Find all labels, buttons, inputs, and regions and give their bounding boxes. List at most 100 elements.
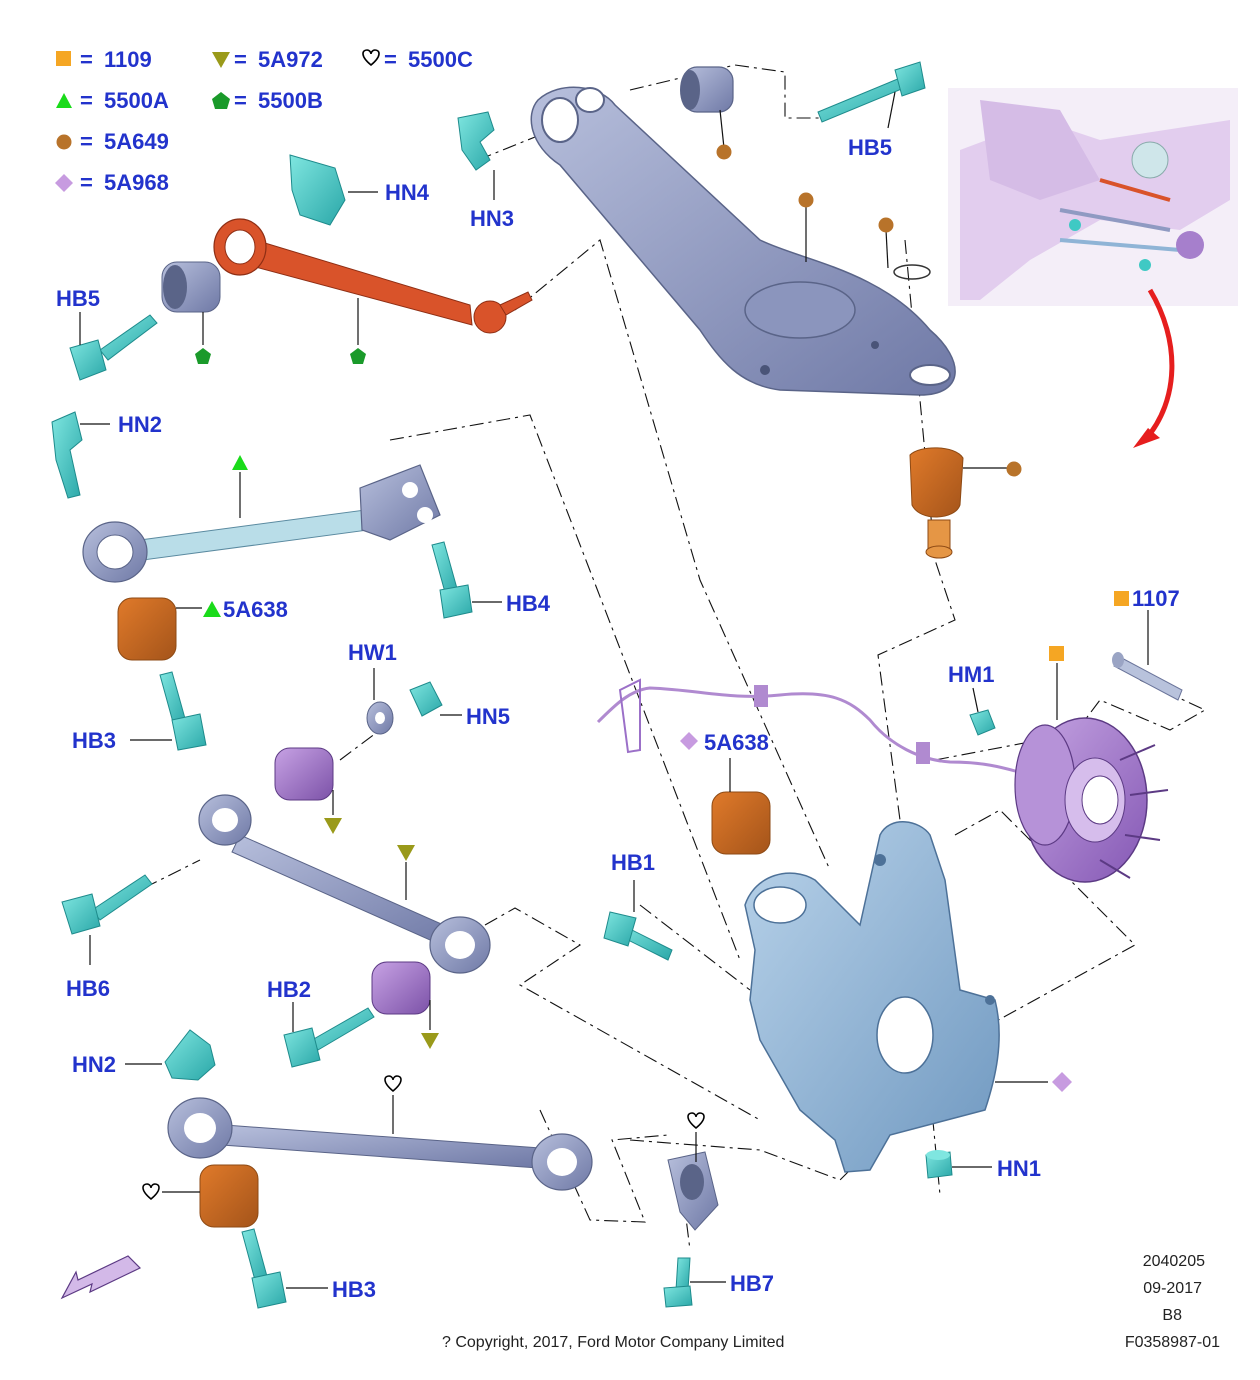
nut-hn3 <box>457 111 495 171</box>
circle-icon <box>878 217 894 233</box>
label-hb5-left: HB5 <box>56 286 100 311</box>
legend-item-1109: = 1109 <box>56 47 152 72</box>
bolt-hb3-bottom <box>241 1228 287 1309</box>
bushing-toe <box>161 261 221 313</box>
snap-ring <box>893 264 931 280</box>
diamond-icon <box>55 174 73 192</box>
legend-item-5a972: = 5A972 <box>212 47 323 72</box>
label-hn2-bottom: HN2 <box>72 1052 116 1077</box>
ball-joint <box>909 447 964 559</box>
label-5a638-green: 5A638 <box>223 597 288 622</box>
bottom-link <box>167 1097 593 1191</box>
legend: = 1109 = 5A972 = 5500C = 5500A = 5500B =… <box>55 47 473 195</box>
abs-sensor-wire <box>596 678 1031 777</box>
washer-hw1 <box>366 701 394 735</box>
legend-item-5a649: = 5A649 <box>56 129 169 154</box>
label-hn2-top: HN2 <box>118 412 162 437</box>
label-hb2: HB2 <box>267 977 311 1002</box>
label-5a638-purple: 5A638 <box>704 730 769 755</box>
bolt-hb3-top <box>159 671 207 751</box>
label-hn1: HN1 <box>997 1156 1041 1181</box>
label-hn4: HN4 <box>385 180 430 205</box>
vehicle-inset <box>948 88 1238 306</box>
bolt-hb6 <box>61 874 153 935</box>
label-hb1: HB1 <box>611 850 655 875</box>
diamond-icon <box>680 732 698 750</box>
legend-code: 1109 <box>104 47 152 72</box>
bracket-hn4 <box>289 154 346 226</box>
label-hb3-top: HB3 <box>72 728 116 753</box>
nut-hn1 <box>925 1150 953 1179</box>
legend-code: 5500A <box>104 88 169 113</box>
purple-bushing-lower <box>371 961 431 1015</box>
triangle-down-icon <box>397 845 415 861</box>
label-hb7: HB7 <box>730 1271 774 1296</box>
label-hm1: HM1 <box>948 662 994 687</box>
square-icon <box>1049 646 1064 661</box>
bushing-5a638-purple <box>711 791 771 855</box>
nut-hn5 <box>409 681 443 717</box>
lateral-link-upper <box>82 464 441 583</box>
heart-icon <box>384 1075 402 1092</box>
triangle-down-icon <box>421 1033 439 1049</box>
lower-lateral-link <box>198 794 491 974</box>
triangle-up-icon <box>56 93 72 108</box>
svg-text:=: = <box>234 47 247 72</box>
legend-code: 5A649 <box>104 129 169 154</box>
label-hb4: HB4 <box>506 591 551 616</box>
footer: 2040205 09-2017 B8 F0358987-01 ? Copyrig… <box>442 1253 1220 1351</box>
legend-item-5a968: = 5A968 <box>55 170 169 195</box>
bushing-bottom-orange <box>199 1164 259 1228</box>
label-1107: 1107 <box>1132 586 1180 611</box>
svg-text:=: = <box>384 47 397 72</box>
triangle-down-icon <box>212 52 230 68</box>
label-hw1: HW1 <box>348 640 397 665</box>
legend-code: 5A968 <box>104 170 169 195</box>
pentagon-icon <box>195 348 211 364</box>
diamond-icon <box>1052 1072 1072 1092</box>
label-hb5-top: HB5 <box>848 135 892 160</box>
footer-line1: 2040205 <box>1143 1253 1205 1270</box>
legend-code: 5500C <box>408 47 473 72</box>
circle-icon <box>716 144 732 160</box>
square-icon <box>56 51 71 66</box>
svg-text:=: = <box>80 170 93 195</box>
footer-line2: 09-2017 <box>1143 1280 1202 1297</box>
label-hb6: HB6 <box>66 976 110 1001</box>
nut-hm1 <box>969 709 996 736</box>
svg-text:=: = <box>80 88 93 113</box>
bolt-hb7 <box>663 1257 693 1308</box>
bolt-hb5-top <box>817 61 926 123</box>
footer-line3: B8 <box>1162 1307 1182 1324</box>
svg-text:=: = <box>80 47 93 72</box>
purple-bushing-upper <box>274 747 334 801</box>
bolt-hb4 <box>431 541 473 619</box>
knuckle <box>744 821 1000 1173</box>
footer-line4: F0358987-01 <box>1125 1334 1220 1351</box>
bolt-hb1 <box>603 911 673 961</box>
legend-code: 5A972 <box>258 47 323 72</box>
label-hn5: HN5 <box>466 704 510 729</box>
circle-icon <box>1006 461 1022 477</box>
purple-arrow-icon <box>60 1255 142 1300</box>
nut-hn2-bottom <box>164 1029 216 1081</box>
stud-1107 <box>1112 652 1183 701</box>
pentagon-icon <box>212 92 230 109</box>
legend-item-5500c: = 5500C <box>362 47 473 72</box>
legend-code: 5500B <box>258 88 323 113</box>
bushing-top <box>680 66 734 113</box>
red-arrow-head <box>1133 428 1160 448</box>
nut-hn2-top <box>51 411 83 499</box>
svg-text:=: = <box>234 88 247 113</box>
svg-text:=: = <box>80 129 93 154</box>
label-hn3: HN3 <box>470 206 514 231</box>
red-curved-arrow-icon <box>1143 288 1175 442</box>
circle-icon <box>798 192 814 208</box>
copyright-notice: ? Copyright, 2017, Ford Motor Company Li… <box>442 1334 784 1351</box>
pentagon-icon <box>350 348 366 364</box>
square-icon <box>1114 591 1129 606</box>
heart-icon <box>362 49 380 67</box>
circle-icon <box>56 134 72 150</box>
toe-link <box>213 218 533 334</box>
